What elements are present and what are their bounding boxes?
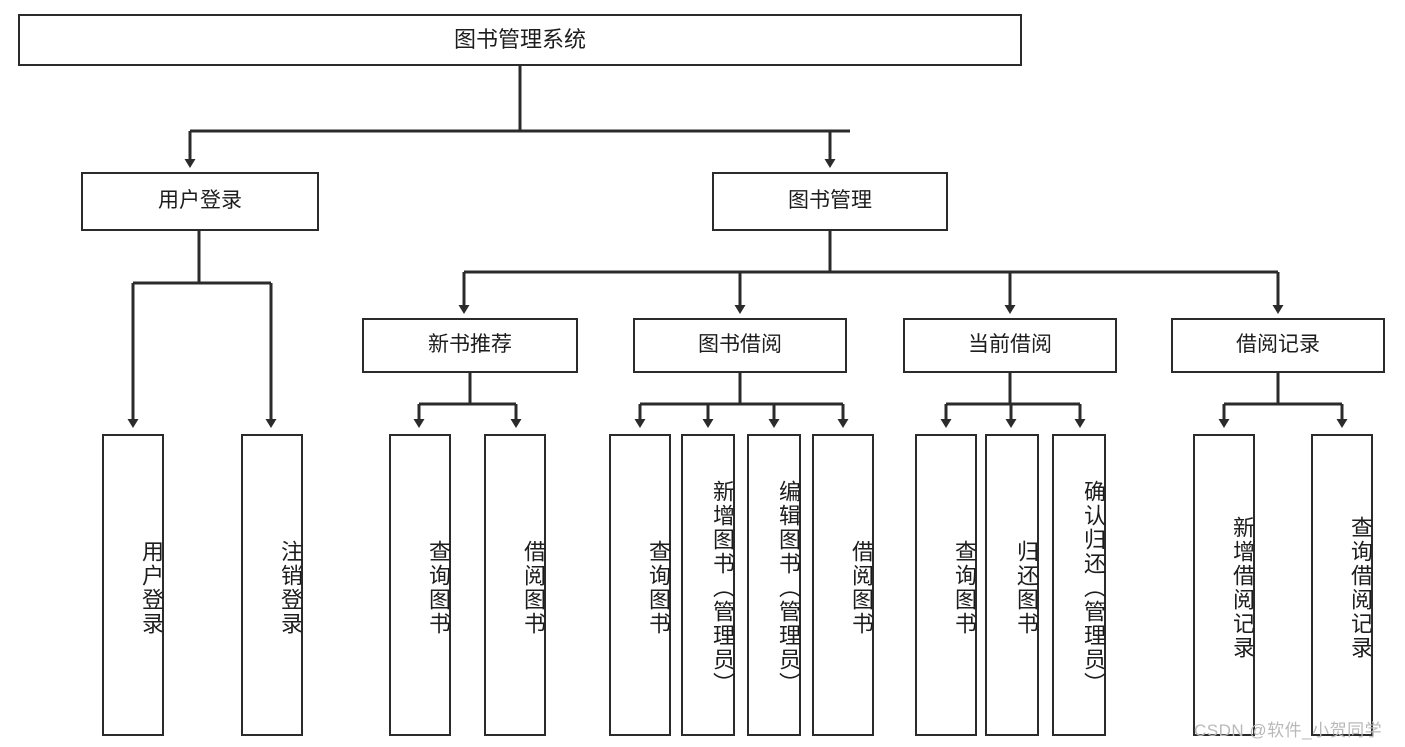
node-label: 新增借阅记录 bbox=[1230, 516, 1255, 660]
leaf-edit-book-admin[interactable]: 编辑图书（管理员） bbox=[747, 434, 801, 736]
node-current-borrow[interactable]: 当前借阅 bbox=[903, 318, 1117, 373]
leaf-add-book-admin[interactable]: 新增图书（管理员） bbox=[681, 434, 735, 736]
leaf-query-book-current[interactable]: 查询图书 bbox=[915, 434, 977, 736]
leaf-borrow-book[interactable]: 借阅图书 bbox=[812, 434, 874, 736]
node-label: 注销登录 bbox=[278, 540, 303, 636]
leaf-query-book-new[interactable]: 查询图书 bbox=[389, 434, 451, 736]
node-label: 借阅图书 bbox=[521, 540, 546, 636]
node-label: 当前借阅 bbox=[968, 333, 1052, 357]
node-label: 查询借阅记录 bbox=[1348, 516, 1373, 660]
node-label: 查询图书 bbox=[646, 540, 671, 636]
node-user-login[interactable]: 用户登录 bbox=[81, 172, 319, 231]
node-root[interactable]: 图书管理系统 bbox=[18, 14, 1022, 66]
csdn-watermark: CSDN @软件_小贺同学 bbox=[1194, 721, 1383, 740]
leaf-query-book-borrow[interactable]: 查询图书 bbox=[609, 434, 671, 736]
leaf-confirm-return-admin[interactable]: 确认归还（管理员） bbox=[1052, 434, 1106, 736]
node-label: 新书推荐 bbox=[428, 333, 512, 357]
node-label: 借阅图书 bbox=[849, 540, 874, 636]
node-new-book-recommend[interactable]: 新书推荐 bbox=[362, 318, 578, 373]
node-label: 查询图书 bbox=[426, 540, 451, 636]
node-label: 编辑图书（管理员） bbox=[776, 480, 801, 696]
node-label: 新增图书（管理员） bbox=[710, 480, 735, 696]
leaf-user-login[interactable]: 用户登录 bbox=[102, 434, 164, 736]
node-label: 归还图书 bbox=[1014, 540, 1039, 636]
node-label: 图书管理 bbox=[788, 189, 872, 213]
node-label: 查询图书 bbox=[952, 540, 977, 636]
leaf-borrow-book-new[interactable]: 借阅图书 bbox=[484, 434, 546, 736]
node-label: 确认归还（管理员） bbox=[1081, 480, 1106, 696]
node-book-management[interactable]: 图书管理 bbox=[712, 172, 948, 231]
node-label: 借阅记录 bbox=[1236, 333, 1320, 357]
node-label: 用户登录 bbox=[139, 540, 164, 636]
leaf-return-book[interactable]: 归还图书 bbox=[985, 434, 1039, 736]
node-label: 图书管理系统 bbox=[453, 27, 586, 53]
leaf-logout[interactable]: 注销登录 bbox=[241, 434, 303, 736]
node-label: 图书借阅 bbox=[698, 333, 782, 357]
leaf-add-borrow-record[interactable]: 新增借阅记录 bbox=[1193, 434, 1255, 736]
node-borrow-records[interactable]: 借阅记录 bbox=[1171, 318, 1385, 373]
node-label: 用户登录 bbox=[158, 189, 242, 213]
leaf-query-borrow-record[interactable]: 查询借阅记录 bbox=[1311, 434, 1373, 736]
node-book-borrow[interactable]: 图书借阅 bbox=[633, 318, 847, 373]
